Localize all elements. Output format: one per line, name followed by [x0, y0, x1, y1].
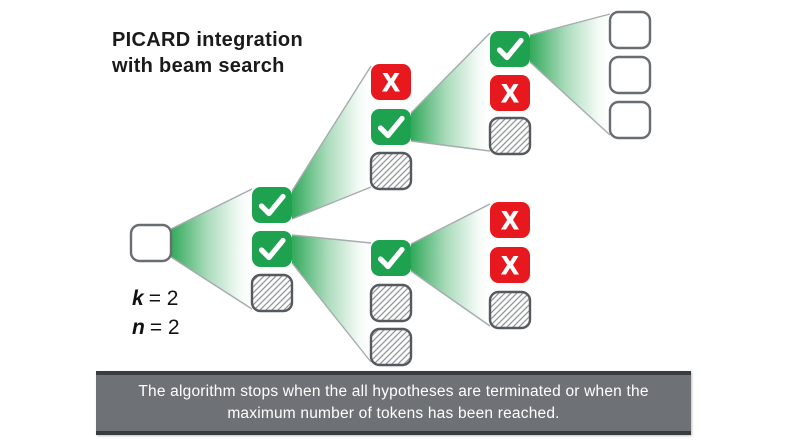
beam-fan-fill	[171, 189, 252, 309]
param-n: n= 2	[132, 316, 180, 339]
beam-fan-b1-accept-b	[291, 234, 372, 363]
empty-node-box	[608, 10, 652, 50]
beam-fan-l2-accept	[410, 203, 491, 327]
beam-edge-line	[291, 234, 372, 244]
beam-edge-line	[170, 256, 253, 310]
rejected-node-box	[371, 64, 411, 100]
title-line-1: PICARD integration	[112, 29, 303, 51]
beam-edge-line	[410, 203, 491, 245]
node-u3-reject-rejected: X	[490, 75, 530, 111]
beam-fan-fill	[411, 204, 490, 326]
node-u2-pruned-pruned	[369, 151, 413, 191]
beam-edge-line	[529, 61, 611, 136]
node-l3-pruned-pruned	[488, 290, 532, 330]
pruned-node-box	[488, 116, 532, 156]
beam-fan-root	[170, 188, 253, 310]
beam-fan-fill	[411, 33, 490, 151]
node-l3-reject-a-rejected: X	[490, 202, 530, 238]
checkmark-icon	[496, 37, 524, 61]
beam-edge-line	[291, 262, 372, 363]
node-u3-accept-accepted	[490, 31, 530, 67]
checkmark-icon	[258, 193, 286, 217]
page-title: PICARD integration with beam search	[112, 27, 303, 79]
caption-text: The algorithm stops when the all hypothe…	[138, 383, 649, 422]
node-l2-accept-accepted	[371, 240, 411, 276]
node-u3-pruned-pruned	[488, 116, 532, 156]
pruned-node-box	[488, 290, 532, 330]
beam-edge-line	[410, 32, 491, 114]
cross-icon: X	[502, 252, 519, 280]
node-b1-pruned-pruned	[250, 273, 294, 313]
beam-fan-fill	[292, 235, 371, 362]
beam-edge-line	[291, 186, 372, 220]
node-b1-accept-a-accepted	[252, 187, 292, 223]
cross-icon: X	[502, 207, 519, 235]
empty-node-box	[608, 100, 652, 140]
beam-fan-fill	[530, 14, 610, 135]
beam-edge-line	[170, 188, 253, 230]
node-u2-reject-rejected: X	[371, 64, 411, 100]
accepted-node-box	[371, 240, 411, 276]
cross-icon: X	[383, 69, 400, 97]
beam-parameters: k= 2 n= 2	[132, 284, 180, 342]
rejected-node-box	[490, 247, 530, 283]
checkmark-icon	[377, 115, 405, 139]
beam-fan-b1-accept-a	[291, 65, 372, 220]
pruned-node-box	[369, 151, 413, 191]
accepted-node-box	[252, 187, 292, 223]
title-line-2: with beam search	[112, 55, 285, 77]
beam-fan-u2-accept	[410, 32, 491, 152]
cross-icon: X	[502, 80, 519, 108]
rejected-node-box	[490, 202, 530, 238]
accepted-node-box	[490, 31, 530, 67]
empty-node-box	[129, 223, 173, 263]
accepted-node-box	[252, 231, 292, 267]
node-leaf-a-empty	[608, 10, 652, 50]
node-l2-pruned-b-pruned	[369, 327, 413, 367]
rejected-node-box	[490, 75, 530, 111]
accepted-node-box	[371, 109, 411, 145]
node-root-empty	[129, 223, 173, 263]
node-leaf-c-empty	[608, 100, 652, 140]
empty-node-box	[608, 55, 652, 95]
node-leaf-b-empty	[608, 55, 652, 95]
beam-edge-line	[291, 65, 372, 192]
checkmark-icon	[377, 246, 405, 270]
beam-edge-line	[529, 13, 611, 36]
node-b1-accept-b-accepted	[252, 231, 292, 267]
node-l2-pruned-a-pruned	[369, 283, 413, 323]
pruned-node-box	[369, 327, 413, 367]
node-u2-accept-accepted	[371, 109, 411, 145]
beam-edge-line	[410, 270, 491, 327]
caption-bar: The algorithm stops when the all hypothe…	[96, 371, 691, 435]
beam-edge-line	[410, 140, 491, 152]
pruned-node-box	[369, 283, 413, 323]
node-l3-reject-b-rejected: X	[490, 247, 530, 283]
checkmark-icon	[258, 237, 286, 261]
beam-fan-fill	[292, 66, 371, 219]
beam-fan-u3-accept	[529, 13, 611, 136]
param-k: k= 2	[132, 287, 179, 310]
pruned-node-box	[250, 273, 294, 313]
